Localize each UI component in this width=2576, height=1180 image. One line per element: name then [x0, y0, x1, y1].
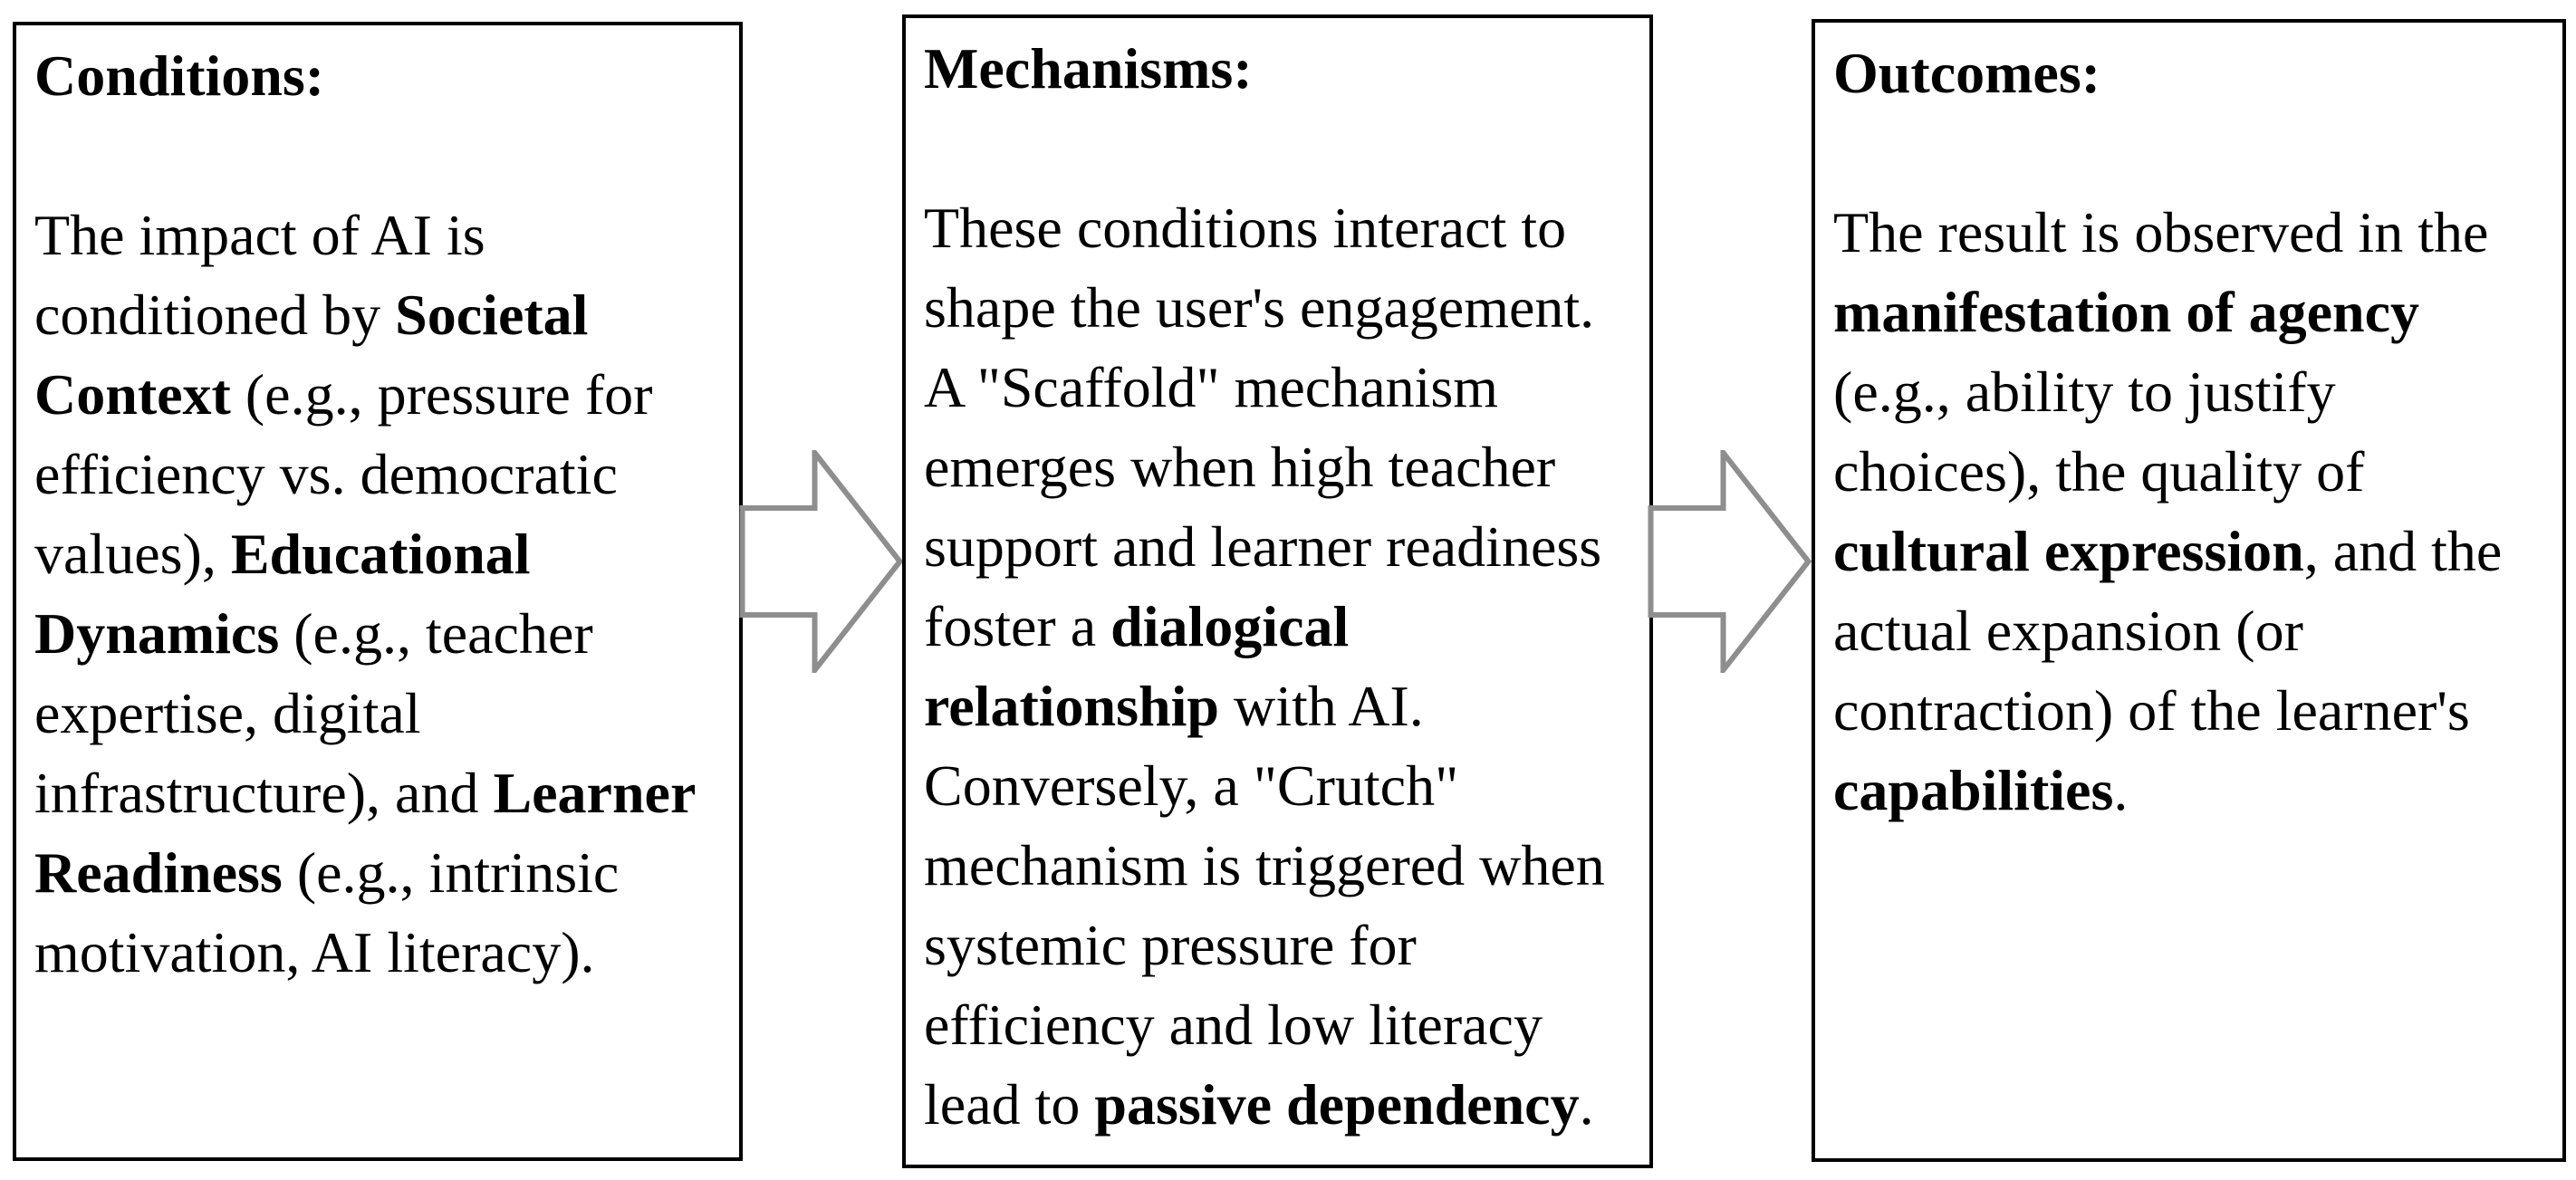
mechanisms-box: Mechanisms: These conditions interact to… [902, 14, 1653, 1168]
outcomes-title: Outcomes: [1833, 41, 2101, 105]
outcomes-body-text: The result is observed in the manifestat… [1833, 200, 2503, 822]
conditions-box: Conditions: The impact of AI is conditio… [13, 22, 743, 1161]
outcomes-box: Outcomes: The result is observed in the … [1812, 19, 2566, 1162]
mechanisms-title: Mechanisms: [924, 36, 1253, 101]
conditions-title: Conditions: [34, 43, 325, 108]
flow-arrow-shape [1648, 450, 1812, 673]
flow-arrow-right-icon [1648, 450, 1812, 673]
flow-arrow-shape [739, 450, 903, 673]
mechanisms-body-text: These conditions interact to shape the u… [924, 196, 1605, 1137]
flow-arrow-right-icon [739, 450, 903, 673]
conditions-body-text: The impact of AI is conditioned by Socie… [34, 203, 696, 984]
